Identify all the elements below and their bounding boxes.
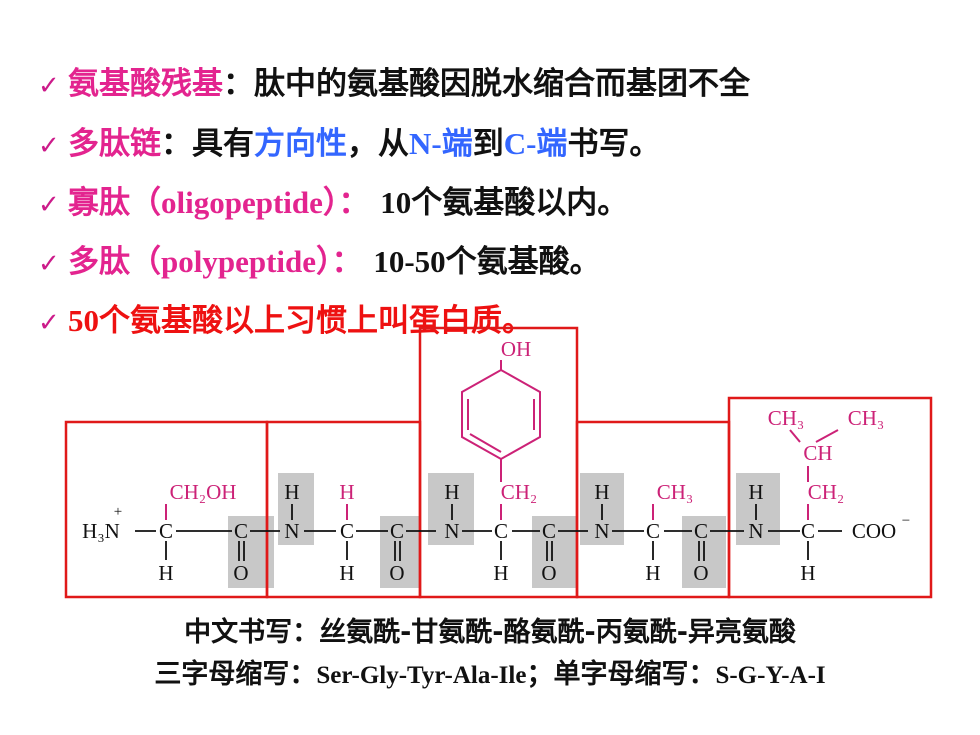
- peptide-bond-shade: [428, 473, 474, 545]
- colon: ：: [223, 66, 254, 102]
- carbonyl-oxygen: O: [233, 561, 248, 585]
- alpha-hydrogen: H: [493, 561, 508, 585]
- desc-oligopeptide: 个氨基酸以内。: [411, 185, 629, 221]
- alpha-hydrogen: H: [800, 561, 815, 585]
- text: 书写。: [567, 126, 661, 162]
- count: 10-50: [373, 244, 446, 279]
- c-terminus: C-端: [503, 126, 568, 161]
- carbonyl-carbon: C: [234, 519, 248, 543]
- bullet-list: ✓氨基酸残基：肽中的氨基酸因脱水缩合而基团不全 ✓多肽链：具有方向性，从N-端到…: [38, 55, 958, 350]
- latin-oligopeptide: oligopeptide: [161, 185, 323, 220]
- bullet-protein: ✓ 50个氨基酸以上习惯上叫蛋白质。: [38, 291, 958, 350]
- carbonyl-oxygen: O: [541, 561, 556, 585]
- term-chain: 多肽链: [68, 126, 161, 162]
- text: 具有: [192, 126, 254, 162]
- amide-nitrogen: N: [284, 519, 299, 543]
- check-icon: ✓: [38, 190, 60, 220]
- hydroxyl-label: OH: [501, 337, 531, 361]
- paren-close: ）: [316, 244, 332, 280]
- amide-hydrogen: H: [284, 480, 299, 504]
- amide-hydrogen: H: [748, 480, 763, 504]
- methine-label: CH: [803, 441, 832, 465]
- peptide-bond-shade: [532, 516, 576, 588]
- caption-abbreviations: 三字母缩写：Ser-Gly-Tyr-Ala-Ile；单字母缩写：S-G-Y-A-…: [0, 652, 980, 691]
- alpha-hydrogen: H: [339, 561, 354, 585]
- colon: ：: [331, 244, 363, 280]
- one-letter-code: S-G-Y-A-I: [715, 662, 826, 689]
- colon: ：: [338, 185, 370, 221]
- bond: [815, 429, 839, 443]
- amide-nitrogen: N: [444, 519, 459, 543]
- gly-sidechain-label: H: [339, 480, 354, 504]
- count: 10: [380, 185, 412, 220]
- amino-terminus-label: H₃N: [82, 519, 120, 543]
- desc-protein: 个氨基酸以上习惯上叫蛋白质。: [99, 303, 533, 339]
- ala-sidechain-label: CH₃: [657, 480, 694, 504]
- caption-chinese-name: 中文书写：丝氨酰-甘氨酰-酪氨酰-丙氨酰-异亮氨酸: [184, 617, 796, 648]
- peptide-bond-shade: [736, 473, 780, 545]
- sidechain-bonds: [165, 429, 839, 520]
- carbonyl-carbon: C: [542, 519, 556, 543]
- carboxyl-terminus-label: COO: [852, 519, 896, 543]
- ser-sidechain-label: CH₂OH: [170, 480, 237, 504]
- term-direction: 方向性: [254, 126, 347, 162]
- methyl-label: CH₃: [848, 406, 885, 430]
- alpha-carbon: C: [159, 519, 173, 543]
- paren-close: ）: [322, 185, 339, 221]
- carbonyl-oxygen: O: [389, 561, 404, 585]
- carbonyl-carbon: C: [390, 519, 404, 543]
- alpha-hydrogen: H: [645, 561, 660, 585]
- residue-box-ile: [727, 396, 933, 599]
- count: 50: [68, 303, 99, 338]
- colon: ：: [161, 126, 192, 162]
- ring-double-bond: [469, 433, 502, 453]
- residue-boxes: [64, 326, 933, 599]
- alpha-carbon: C: [646, 519, 660, 543]
- backbone-bonds: [135, 504, 842, 561]
- desc-residue: 肽中的氨基酸因脱水缩合而基团不全: [254, 66, 750, 102]
- benzene-ring: [461, 368, 541, 461]
- check-icon: ✓: [38, 71, 60, 101]
- term-polypeptide: 多肽（: [68, 244, 161, 280]
- carbonyl-oxygen: O: [693, 561, 708, 585]
- text: ，从: [347, 126, 409, 162]
- positive-charge: +: [114, 504, 122, 520]
- peptide-bond-shade: [278, 473, 314, 545]
- check-icon: ✓: [38, 131, 60, 161]
- desc-polypeptide: 个氨基酸。: [445, 244, 601, 280]
- alpha-carbon: C: [340, 519, 354, 543]
- term-residue: 氨基酸残基: [68, 66, 223, 102]
- latin-polypeptide: polypeptide: [161, 244, 317, 279]
- alpha-hydrogen: H: [158, 561, 173, 585]
- tyrosine-ring: [461, 360, 541, 482]
- negative-charge: −: [902, 513, 910, 529]
- three-letter-label: 三字母缩写：: [154, 659, 317, 690]
- n-terminus: N-端: [409, 126, 473, 161]
- amide-hydrogen: H: [444, 480, 459, 504]
- amide-nitrogen: N: [594, 519, 609, 543]
- bond: [789, 429, 801, 443]
- three-letter-code: Ser-Gly-Tyr-Ala-Ile: [316, 662, 527, 689]
- bullet-chain: ✓ 多肽链：具有方向性，从N-端到C-端书写。: [38, 114, 958, 173]
- carbonyl-carbon: C: [694, 519, 708, 543]
- check-icon: ✓: [38, 249, 60, 279]
- text: 到: [472, 126, 504, 162]
- amide-nitrogen: N: [748, 519, 763, 543]
- amide-hydrogen: H: [594, 480, 609, 504]
- ile-sidechain-label: CH₂: [808, 480, 845, 504]
- alpha-carbon: C: [494, 519, 508, 543]
- check-icon: ✓: [38, 308, 60, 338]
- bullet-oligopeptide: ✓ 寡肽（oligopeptide）： 10个氨基酸以内。: [38, 173, 958, 232]
- one-letter-label: ；单字母缩写：: [526, 659, 716, 690]
- bullet-residue: ✓ 氨基酸残基：肽中的氨基酸因脱水缩合而基团不全: [38, 55, 958, 114]
- tyr-sidechain-label: CH₂: [501, 480, 538, 504]
- term-oligopeptide: 寡肽（: [68, 185, 161, 221]
- bullet-polypeptide: ✓ 多肽（polypeptide）： 10-50个氨基酸。: [38, 232, 958, 291]
- alpha-carbon: C: [801, 519, 815, 543]
- methyl-label: CH₃: [768, 406, 805, 430]
